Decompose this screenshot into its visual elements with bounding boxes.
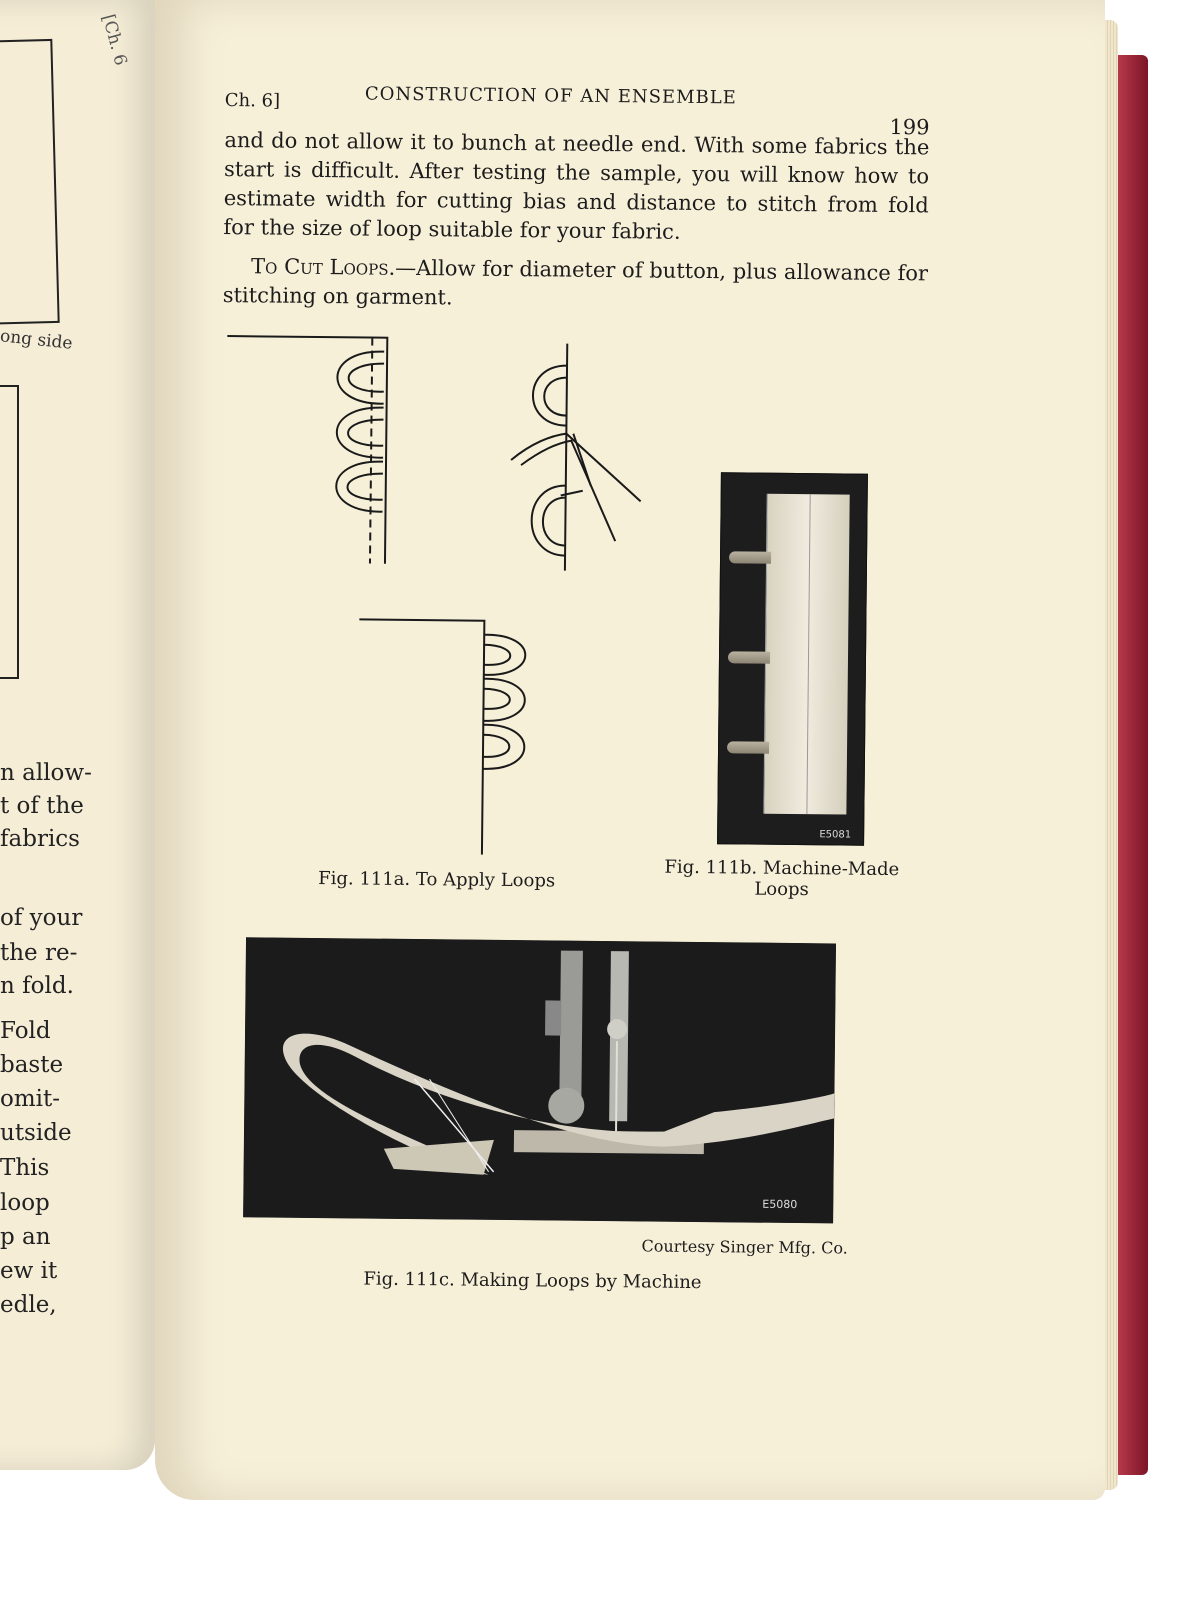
page-content: Ch. 6] CONSTRUCTION OF AN ENSEMBLE 199 a… <box>212 82 930 1293</box>
left-page-line: t of the <box>0 793 84 819</box>
left-page: [Ch. 6 ong side n allow-t of the fabrics… <box>0 0 155 1470</box>
left-page-line: fabrics <box>0 826 80 852</box>
chapter-label: Ch. 6] <box>224 89 281 112</box>
left-page-line: edle, <box>0 1292 57 1318</box>
right-page: Ch. 6] CONSTRUCTION OF AN ENSEMBLE 199 a… <box>155 0 1105 1500</box>
machine-loop <box>728 551 772 564</box>
fig-111b-caption-line1: Fig. 111b. Machine-Made <box>664 856 900 881</box>
left-page-line: p an <box>0 1224 51 1250</box>
left-page-diagram-frame <box>0 38 60 326</box>
fig-111a-caption: Fig. 111a. To Apply Loops <box>287 868 587 892</box>
fig-111b-caption-line2: Loops <box>754 878 809 901</box>
courtesy-credit: Courtesy Singer Mfg. Co. <box>641 1236 848 1258</box>
machine-loop <box>726 741 770 754</box>
left-page-line: omit- <box>0 1086 61 1112</box>
page-number: 199 <box>889 114 930 140</box>
left-page-diagram-frame-2 <box>0 385 19 679</box>
left-page-line: baste <box>0 1052 64 1078</box>
left-page-line: ew it <box>0 1258 58 1284</box>
left-page-line: Fold <box>0 1018 51 1044</box>
fig-111c-photo: E5080 <box>243 937 837 1224</box>
left-page-line: utside <box>0 1120 72 1146</box>
running-header: Ch. 6] CONSTRUCTION OF AN ENSEMBLE 199 <box>224 82 930 139</box>
cut-loops-heading: To Cut Loops. <box>250 254 396 280</box>
left-side-label: ong side <box>0 326 74 354</box>
fig-111c-caption: Fig. 111c. Making Loops by Machine <box>272 1268 792 1294</box>
left-page-line: This <box>0 1155 50 1181</box>
left-page-line: loop <box>0 1190 50 1216</box>
fig-111a-caption-text: Fig. 111a. To Apply Loops <box>318 868 556 892</box>
figures: E5081 Fig. 111a. To Apply Loops Fig. 111… <box>212 322 927 1293</box>
fig-111b-caption: Fig. 111b. Machine-Made Loops <box>646 856 916 901</box>
left-page-line: n fold. <box>0 973 74 999</box>
fig-111b-photo: E5081 <box>717 472 868 846</box>
left-page-line: of your <box>0 905 83 931</box>
sewing-machine-illustration <box>243 937 837 1224</box>
left-page-line: the re- <box>0 940 78 966</box>
fig-111c-caption-text: Fig. 111c. Making Loops by Machine <box>363 1268 702 1294</box>
fig-111c-code: E5080 <box>762 1197 798 1212</box>
running-title: CONSTRUCTION OF AN ENSEMBLE <box>364 83 737 109</box>
fig-111b-code: E5081 <box>819 829 852 841</box>
paragraph-1: and do not allow it to bunch at needle e… <box>223 127 930 244</box>
machine-loop <box>727 651 771 664</box>
tape-strip <box>763 493 850 815</box>
left-chapter-label: [Ch. 6 <box>97 12 131 68</box>
left-page-line: n allow- <box>0 760 92 786</box>
paragraph-cut-loops: To Cut Loops.—Allow for diameter of butt… <box>223 252 929 317</box>
fig-111a-drawing <box>227 335 642 855</box>
